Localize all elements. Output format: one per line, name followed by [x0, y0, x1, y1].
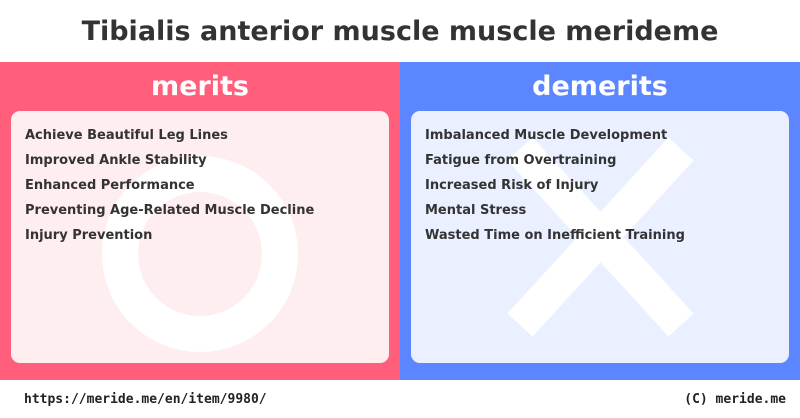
- demerit-item: Increased Risk of Injury: [425, 178, 599, 193]
- merit-item: Injury Prevention: [25, 228, 153, 243]
- demerits-panel: demerits Imbalanced Muscle Development F…: [400, 62, 800, 380]
- cross-icon: [507, 137, 694, 337]
- demerit-item: Wasted Time on Inefficient Training: [425, 228, 685, 243]
- demerit-item: Fatigue from Overtraining: [425, 153, 617, 168]
- demerits-card: Imbalanced Muscle Development Fatigue fr…: [411, 111, 789, 363]
- merit-item: Preventing Age-Related Muscle Decline: [25, 203, 315, 218]
- demerit-item: Mental Stress: [425, 203, 527, 218]
- footer-url-link[interactable]: https://meride.me/en/item/9980/: [24, 392, 267, 407]
- demerit-item: Imbalanced Muscle Development: [425, 128, 668, 143]
- merit-item: Enhanced Performance: [25, 178, 195, 193]
- merits-list: Achieve Beautiful Leg Lines Improved Ank…: [25, 123, 314, 248]
- merit-item: Improved Ankle Stability: [25, 153, 207, 168]
- demerits-list: Imbalanced Muscle Development Fatigue fr…: [425, 123, 685, 248]
- merits-panel: merits Achieve Beautiful Leg Lines Impro…: [0, 62, 400, 380]
- page-title: Tibialis anterior muscle muscle merideme: [81, 15, 719, 47]
- merit-item: Achieve Beautiful Leg Lines: [25, 128, 228, 143]
- footer-copyright: (C) meride.me: [684, 392, 786, 407]
- merits-card: Achieve Beautiful Leg Lines Improved Ank…: [11, 111, 389, 363]
- demerits-header: demerits: [532, 70, 668, 102]
- merits-header: merits: [151, 70, 249, 102]
- circle-icon: [102, 156, 298, 352]
- footer: https://meride.me/en/item/9980/ (C) meri…: [0, 380, 800, 418]
